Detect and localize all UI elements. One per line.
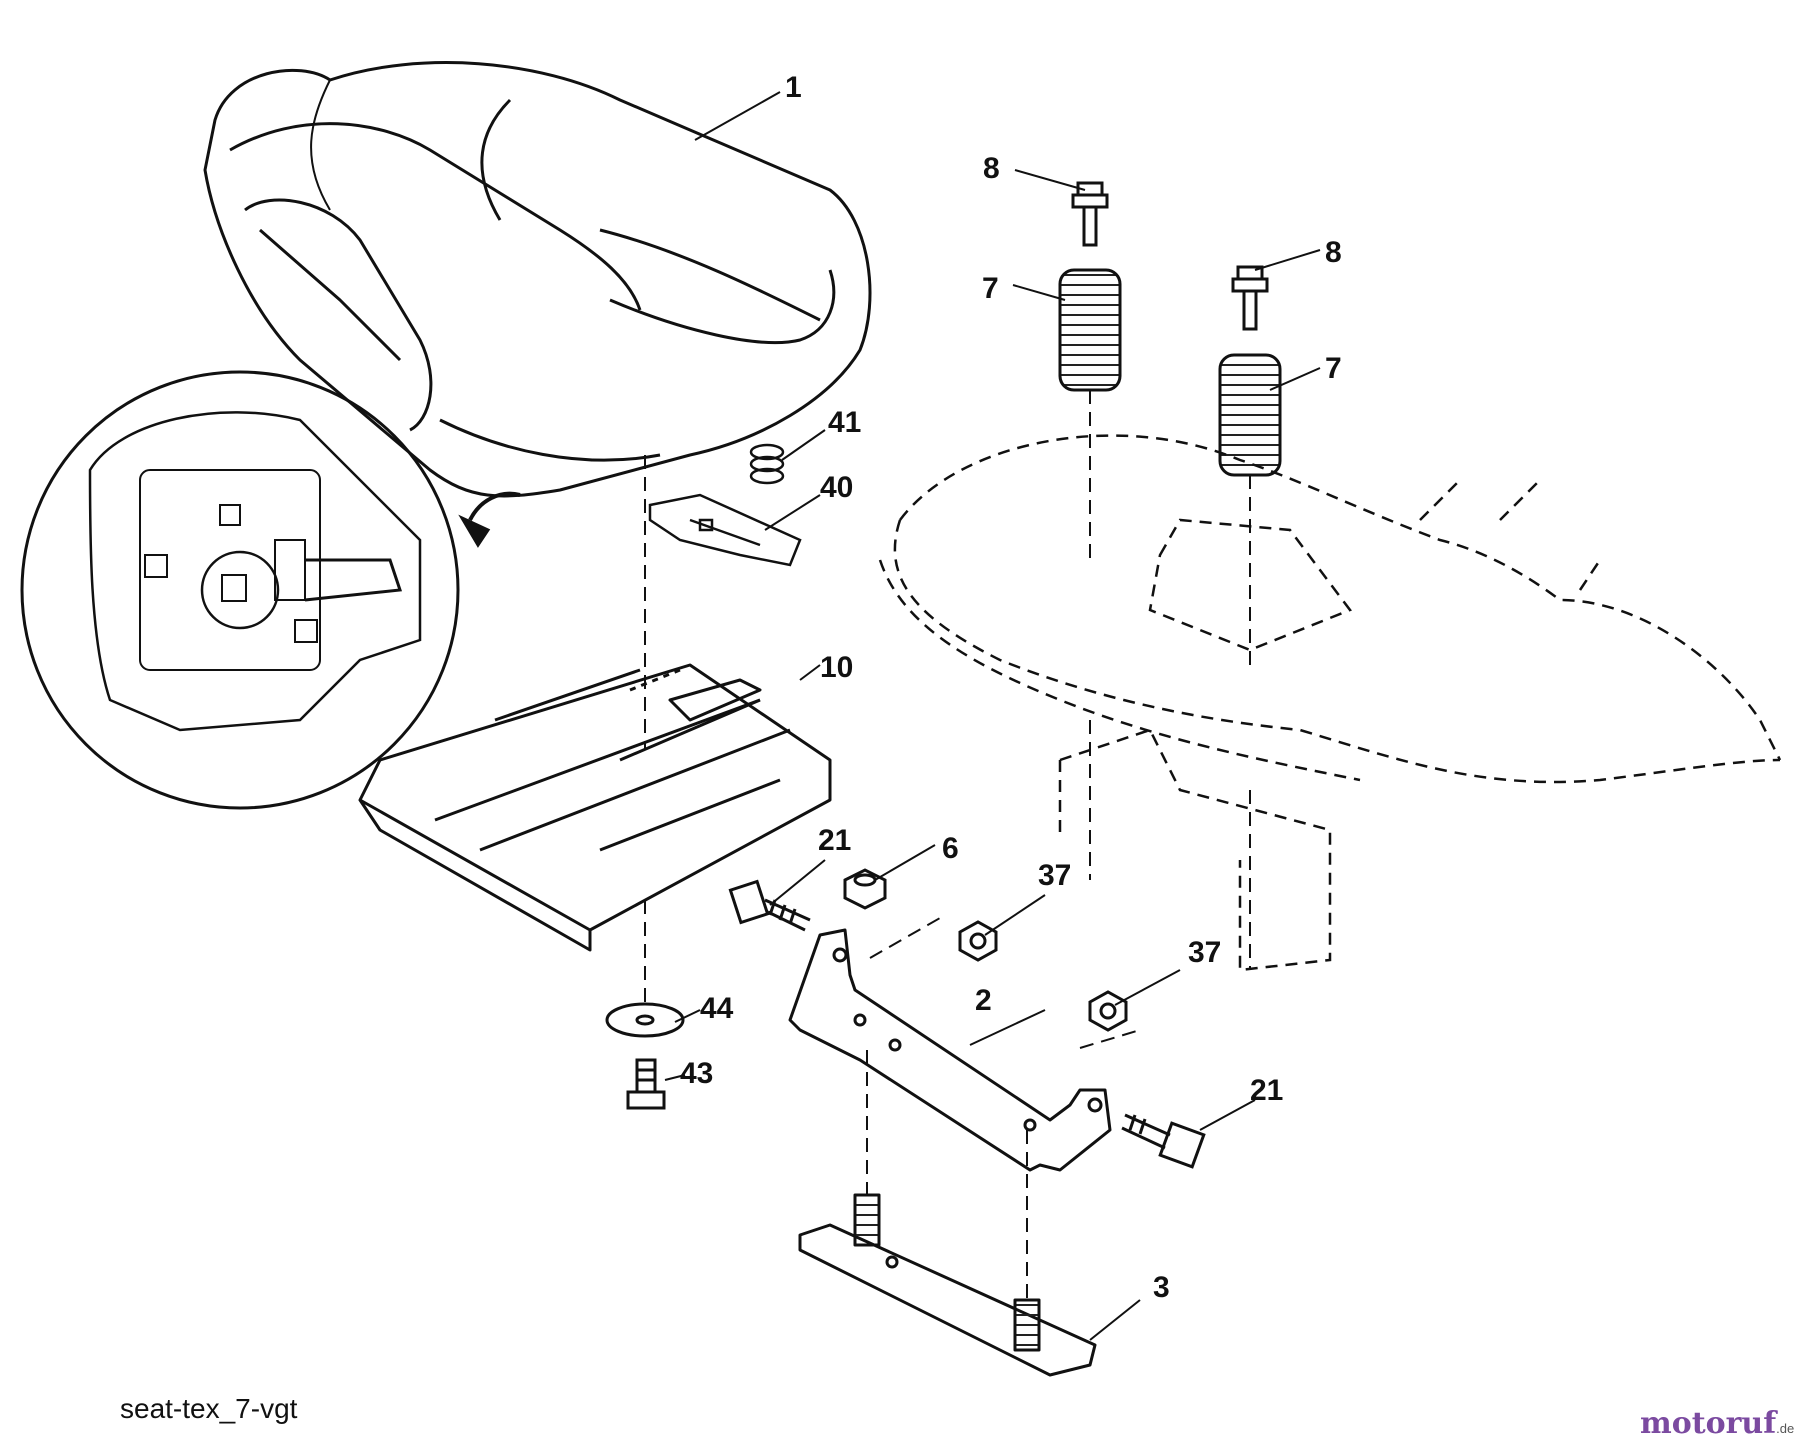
nut-part-37 [958, 920, 998, 962]
callout-44: 44 [700, 992, 734, 1025]
callout-3: 3 [1153, 1271, 1170, 1304]
spring-part-7 [1218, 353, 1282, 477]
tractor-frame-outline [878, 434, 1782, 972]
callout-7: 7 [1325, 352, 1342, 385]
detail-zoom-circle [20, 370, 521, 810]
callout-10: 10 [820, 651, 853, 684]
callout-labels: 1 8 8 7 7 41 40 10 21 6 37 37 2 44 43 21… [680, 71, 1342, 1304]
diagram-caption: seat-tex_7-vgt [120, 1393, 298, 1424]
callout-1: 1 [785, 71, 802, 104]
callout-37: 37 [1038, 859, 1071, 892]
bracket-part-2 [788, 928, 1112, 1172]
callout-37: 37 [1188, 936, 1221, 969]
seat-part [203, 61, 872, 498]
callout-40: 40 [820, 471, 853, 504]
callout-43: 43 [680, 1057, 713, 1090]
assembly-line [1079, 1029, 1141, 1049]
mount-plate-part-3 [798, 1193, 1097, 1377]
callout-41: 41 [828, 406, 861, 439]
logo-tld: .de [1776, 1421, 1795, 1436]
callout-8: 8 [983, 152, 1000, 185]
bolt-part-8 [1071, 181, 1109, 247]
bolt-part-43 [626, 1058, 666, 1110]
watermark-logo: motoruf.de [1640, 1406, 1794, 1441]
assembly-line [869, 917, 941, 959]
callout-21: 21 [1250, 1074, 1283, 1107]
nut-part-6 [843, 868, 887, 910]
leader-lines [664, 91, 1321, 1341]
callout-21: 21 [818, 824, 851, 857]
spring-part-41 [749, 443, 785, 485]
callout-6: 6 [942, 832, 959, 865]
washer-part-44 [605, 1002, 685, 1038]
spring-part-7 [1058, 268, 1122, 392]
bolt-part-21 [1121, 1113, 1206, 1169]
switch-bracket-part-40 [648, 493, 802, 567]
nut-part-37 [1088, 990, 1128, 1032]
bolt-part-8 [1231, 265, 1269, 331]
callout-2: 2 [975, 984, 992, 1017]
callout-8: 8 [1325, 236, 1342, 269]
callout-7: 7 [982, 272, 999, 305]
bolt-part-21 [728, 879, 811, 932]
logo-name: motoruf [1640, 1406, 1777, 1441]
seat-pan-part-10 [358, 663, 832, 952]
